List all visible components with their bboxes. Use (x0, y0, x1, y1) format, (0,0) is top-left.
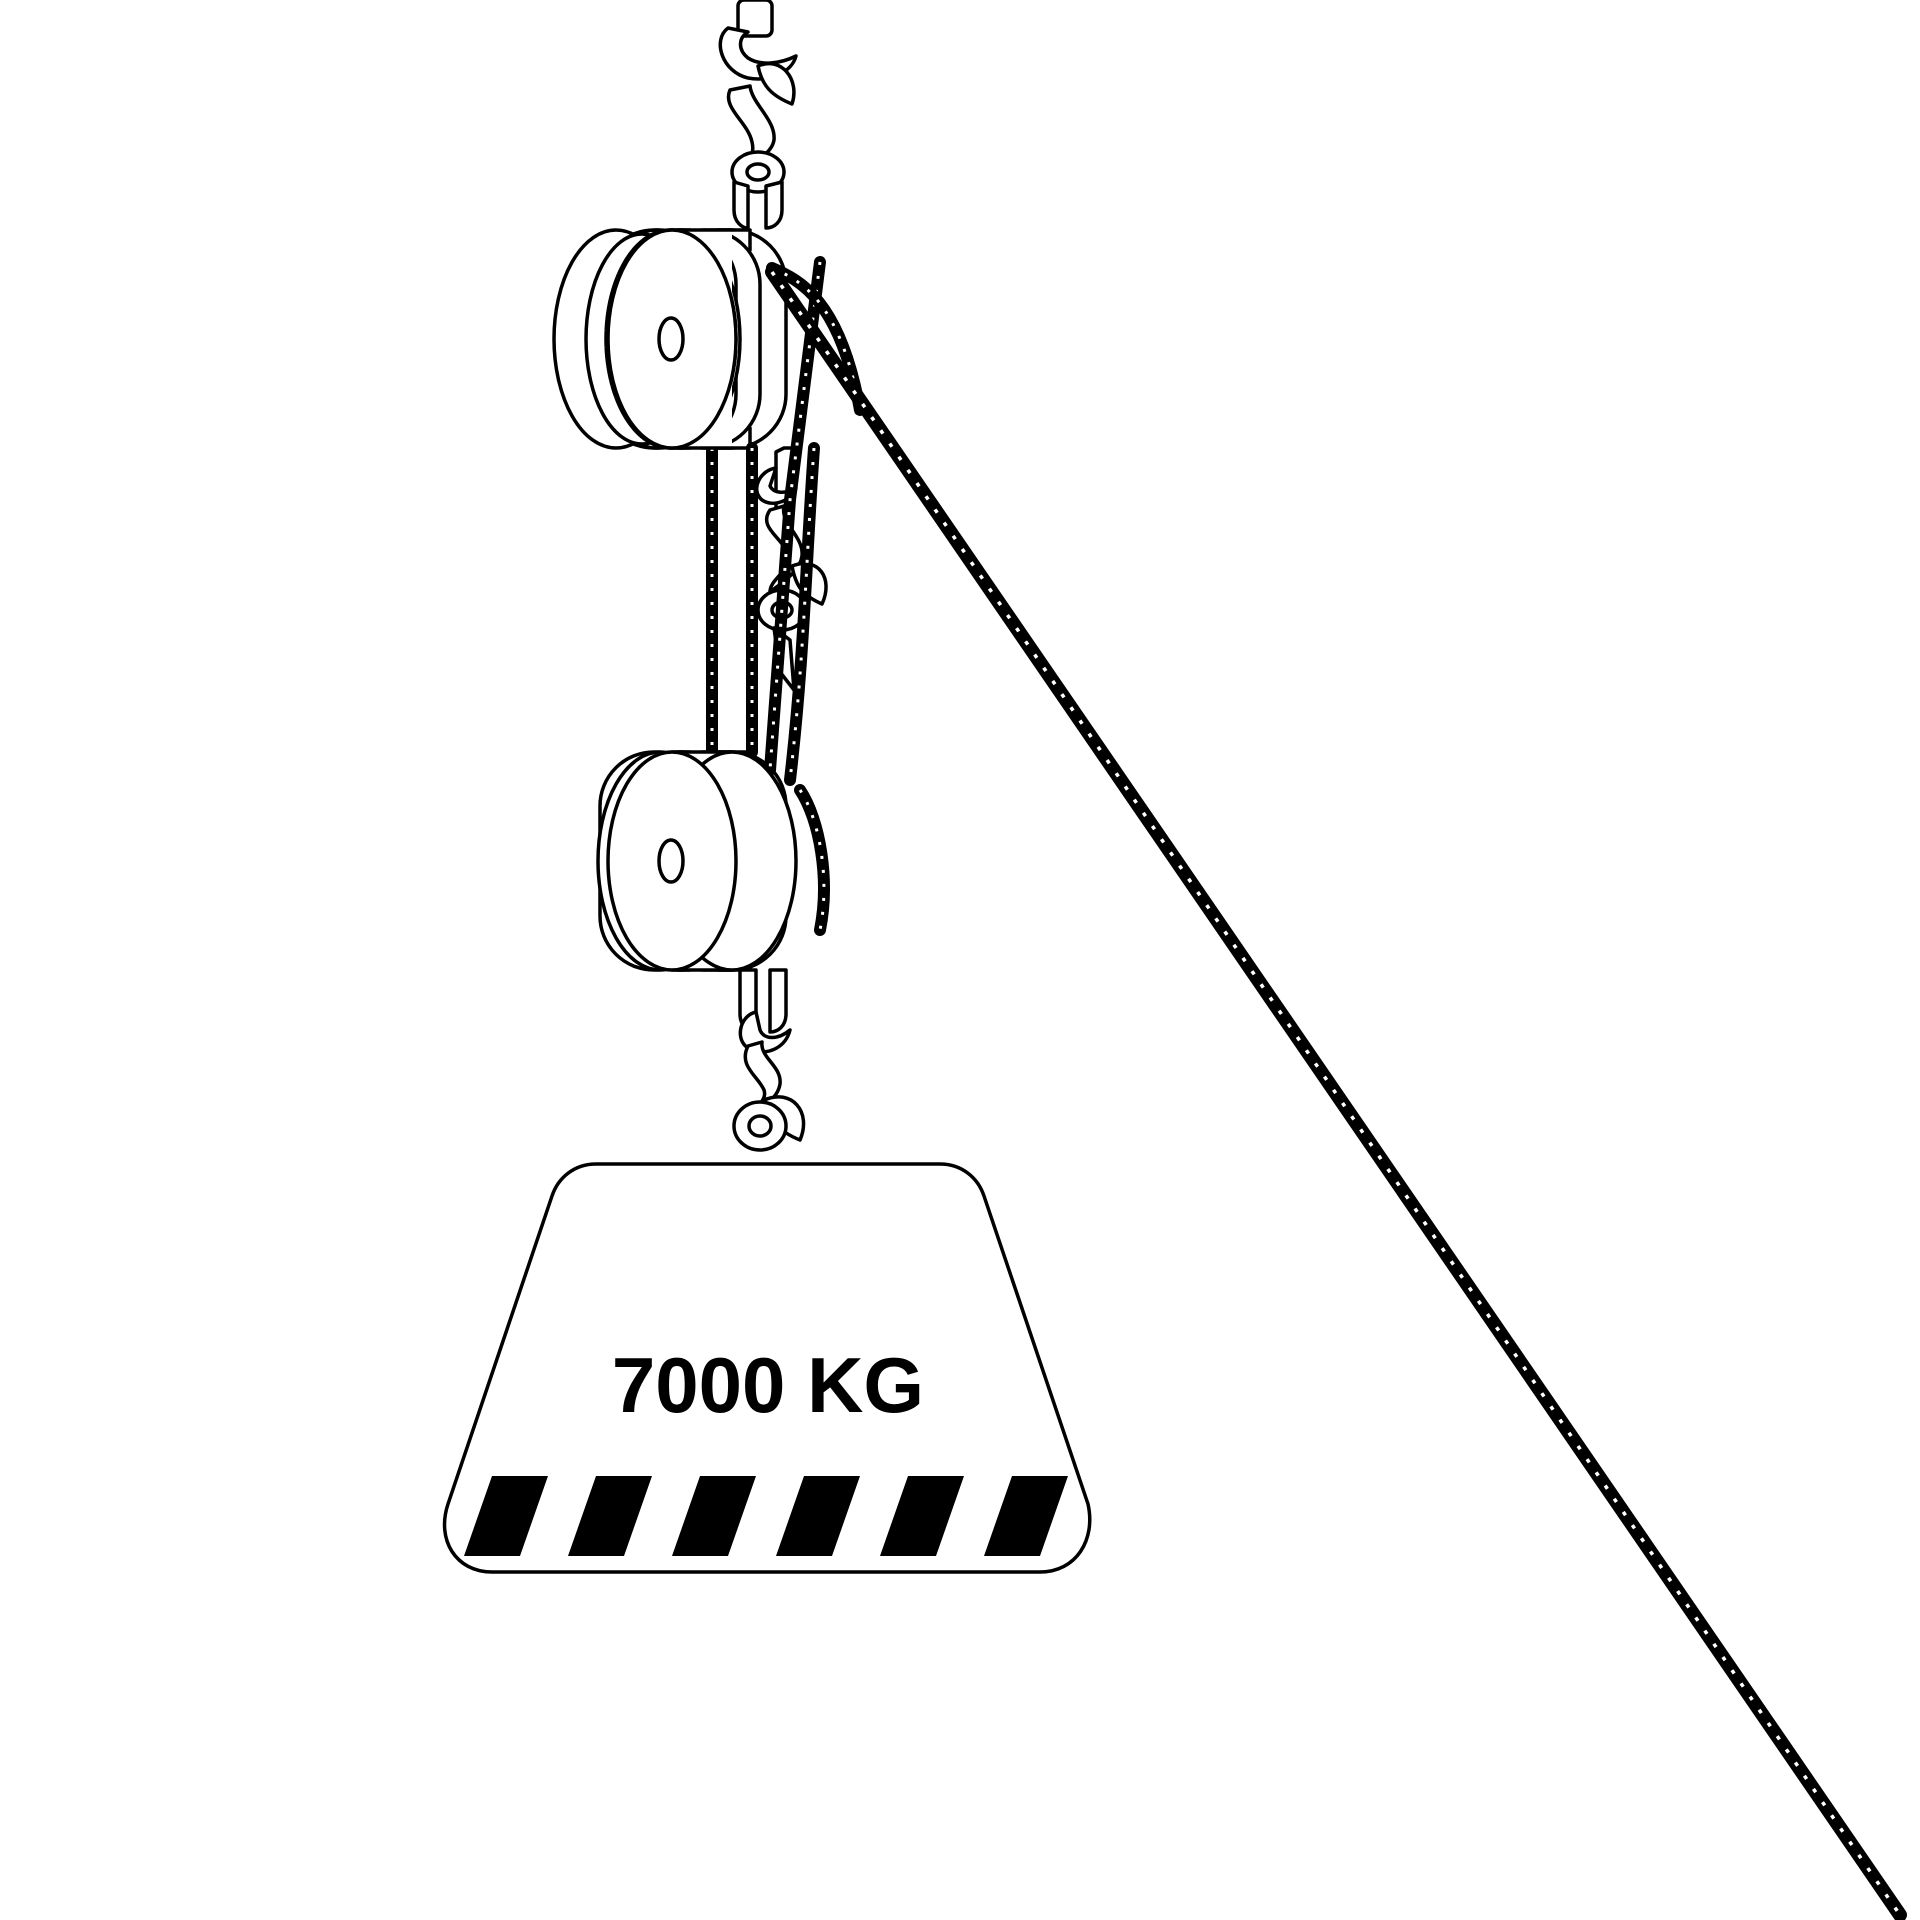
weight-label: 7000 KG (612, 1341, 924, 1429)
rope-lower-wrap (794, 784, 830, 936)
rope-pull-line (765, 265, 1907, 1920)
rope-fall-right (784, 442, 820, 786)
rope-falls (706, 256, 1907, 1920)
bottom-hook-icon (732, 968, 806, 1152)
hazard-stripes (464, 1476, 1068, 1556)
top-hook-icon (718, 0, 798, 230)
lower-front-sheave (606, 750, 798, 972)
upper-front-sheave (584, 228, 738, 450)
rope-upper-wrap (766, 262, 866, 416)
weight-block: 7000 KG (442, 1162, 1092, 1574)
rope-fall-diagonal (764, 256, 826, 776)
